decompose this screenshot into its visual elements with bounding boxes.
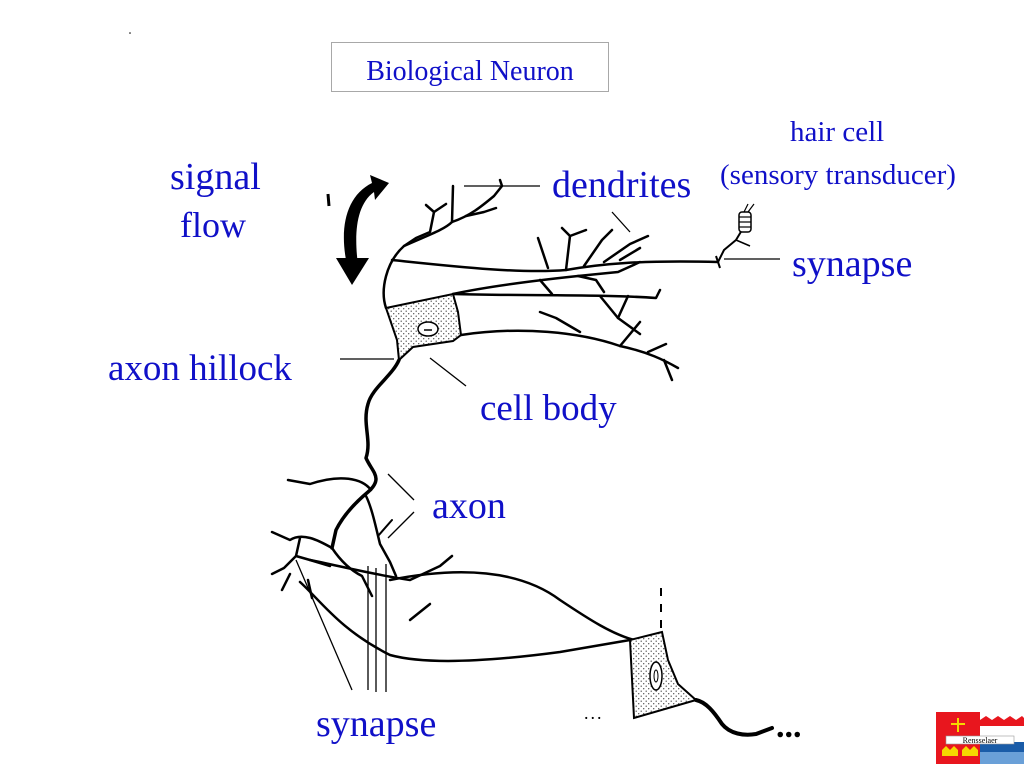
axon-upper	[286, 358, 401, 578]
logo-text: Rensselaer	[963, 736, 998, 745]
title: Biological Neuron	[366, 56, 574, 87]
ellipsis-mid: ...	[584, 703, 604, 723]
title-box: Biological Neuron	[331, 42, 609, 92]
label-dendrites: dendrites	[552, 166, 692, 204]
lower-cell-body	[628, 588, 774, 737]
upper-cell-body	[384, 292, 463, 363]
axon-terminals	[270, 530, 636, 663]
label-leader-lines	[340, 185, 780, 539]
label-signal: signal	[170, 156, 261, 198]
label-cell-body: cell body	[480, 388, 617, 429]
ellipsis-right: ...	[776, 708, 802, 745]
label-synapse-bottom: synapse	[316, 703, 437, 745]
dendrites-upper	[382, 178, 720, 382]
label-axon: axon	[432, 485, 506, 527]
label-hair-cell: hair cell	[790, 116, 885, 148]
label-synapse-top: synapse	[792, 243, 913, 285]
rensselaer-crest-icon: Rensselaer	[936, 712, 1024, 764]
signal-flow-arrow-icon	[326, 175, 389, 285]
label-sensory-transducer: (sensory transducer)	[720, 161, 956, 190]
label-axon-hillock: axon hillock	[108, 348, 292, 389]
hair-cell-icon	[715, 203, 755, 269]
corner-mark	[129, 32, 131, 34]
label-flow: flow	[180, 205, 246, 245]
synapse-bottom-pointers	[295, 559, 387, 692]
